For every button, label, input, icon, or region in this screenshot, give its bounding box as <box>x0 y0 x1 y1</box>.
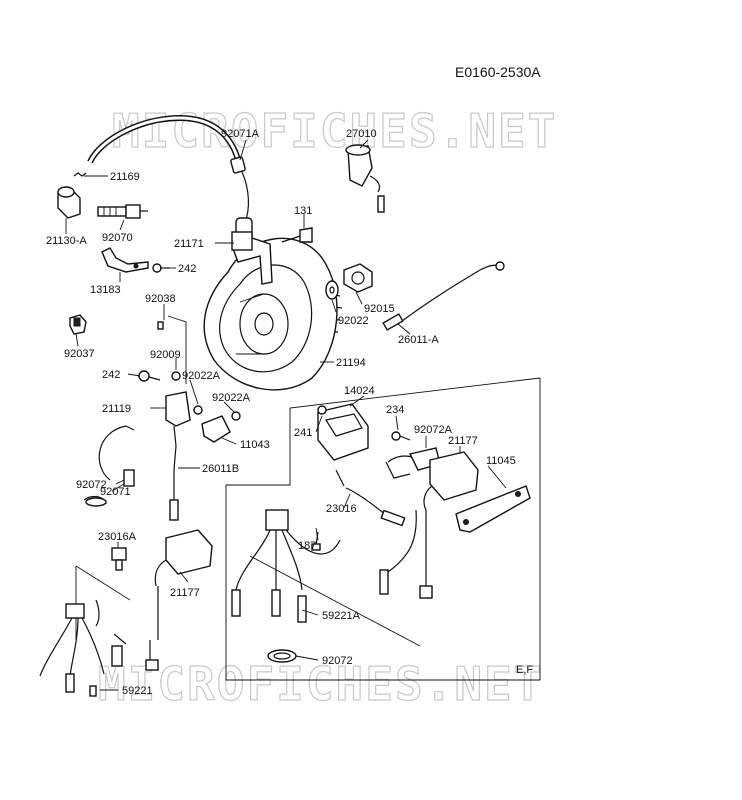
label-21177-right: 21177 <box>448 435 478 447</box>
label-14024: 14024 <box>344 385 375 397</box>
rectifier-21177-right <box>419 451 479 599</box>
label-27010: 27010 <box>346 128 377 140</box>
bracket-13183 <box>101 247 149 273</box>
label-92072a: 92072A <box>414 424 453 436</box>
label-92072-left: 92072 <box>76 479 107 491</box>
washer-92022 <box>325 280 339 300</box>
part-labels: 92071A 27010 21169 21130-A 92070 131 211… <box>46 128 516 697</box>
lead-26011a <box>382 261 505 331</box>
label-21194: 21194 <box>336 357 366 369</box>
plug-cap-21130a <box>57 186 81 219</box>
screw-241 <box>317 405 327 415</box>
label-23016: 23016 <box>326 503 357 515</box>
label-59221: 59221 <box>122 685 153 697</box>
label-92022a-upper: 92022A <box>182 370 221 382</box>
label-11043: 11043 <box>240 439 270 451</box>
flywheel-21194 <box>203 231 343 391</box>
watermark-top: MICROFICHES.NET <box>112 104 557 158</box>
watermark-bottom: MICROFICHES.NET <box>98 657 543 711</box>
label-92009: 92009 <box>150 349 181 361</box>
label-59221a: 59221A <box>322 610 361 622</box>
label-92072-bottom: 92072 <box>322 655 353 667</box>
label-92038: 92038 <box>145 293 176 305</box>
label-92071: 92071 <box>100 486 131 498</box>
label-21119: 21119 <box>102 403 131 415</box>
switch-23016a <box>111 547 127 571</box>
washer-92009 <box>171 371 181 381</box>
harness-left <box>39 565 159 697</box>
label-21169: 21169 <box>110 171 140 183</box>
washer-92022a-right <box>231 411 241 421</box>
label-26011b: 26011B <box>202 463 239 475</box>
variant-label: E,F <box>516 664 533 676</box>
valve-27010 <box>345 144 385 213</box>
wire-23016 <box>335 469 406 527</box>
label-92022a-lower: 92022A <box>212 392 251 404</box>
plate-11045 <box>455 485 531 533</box>
harness-kit <box>231 509 421 647</box>
label-92022: 92022 <box>338 315 369 327</box>
label-92037: 92037 <box>64 348 95 360</box>
ignition-unit-21119 <box>98 391 191 521</box>
pin-92038 <box>157 315 187 384</box>
washer-92022a-left <box>193 405 203 415</box>
spring-21169 <box>73 172 87 177</box>
bracket-11043 <box>201 415 231 443</box>
clip-92037 <box>69 314 87 335</box>
label-92071a: 92071A <box>221 128 260 140</box>
label-234: 234 <box>386 404 404 416</box>
label-242-upper: 242 <box>178 263 196 275</box>
label-241: 241 <box>294 427 312 439</box>
label-13183: 13183 <box>90 284 121 296</box>
label-21130a: 21130-A <box>46 235 87 247</box>
coil-14024 <box>317 403 369 461</box>
rectifier-21177-left <box>154 529 213 640</box>
spark-plug-92070 <box>97 204 148 219</box>
leader-lines <box>65 139 507 691</box>
label-187: 187 <box>298 540 316 552</box>
label-26011a: 26011-A <box>398 334 439 346</box>
label-131: 131 <box>294 205 312 217</box>
clip-92072-left <box>83 495 107 507</box>
kit-boundary <box>225 377 541 681</box>
screw-234 <box>391 431 411 441</box>
label-242-lower: 242 <box>102 369 120 381</box>
label-23016a: 23016A <box>98 531 137 543</box>
label-92015: 92015 <box>364 303 395 315</box>
label-21171: 21171 <box>174 238 204 250</box>
nut-92015 <box>343 263 373 293</box>
label-21177-left: 21177 <box>170 587 200 599</box>
screw-242-lower <box>138 370 161 382</box>
label-11045: 11045 <box>486 455 516 467</box>
connector-187 <box>311 531 321 551</box>
screw-131 <box>281 227 313 243</box>
label-92070: 92070 <box>102 232 133 244</box>
diagram-code: E0160-2530A <box>455 64 541 80</box>
clamp-92072-bottom <box>267 649 297 663</box>
